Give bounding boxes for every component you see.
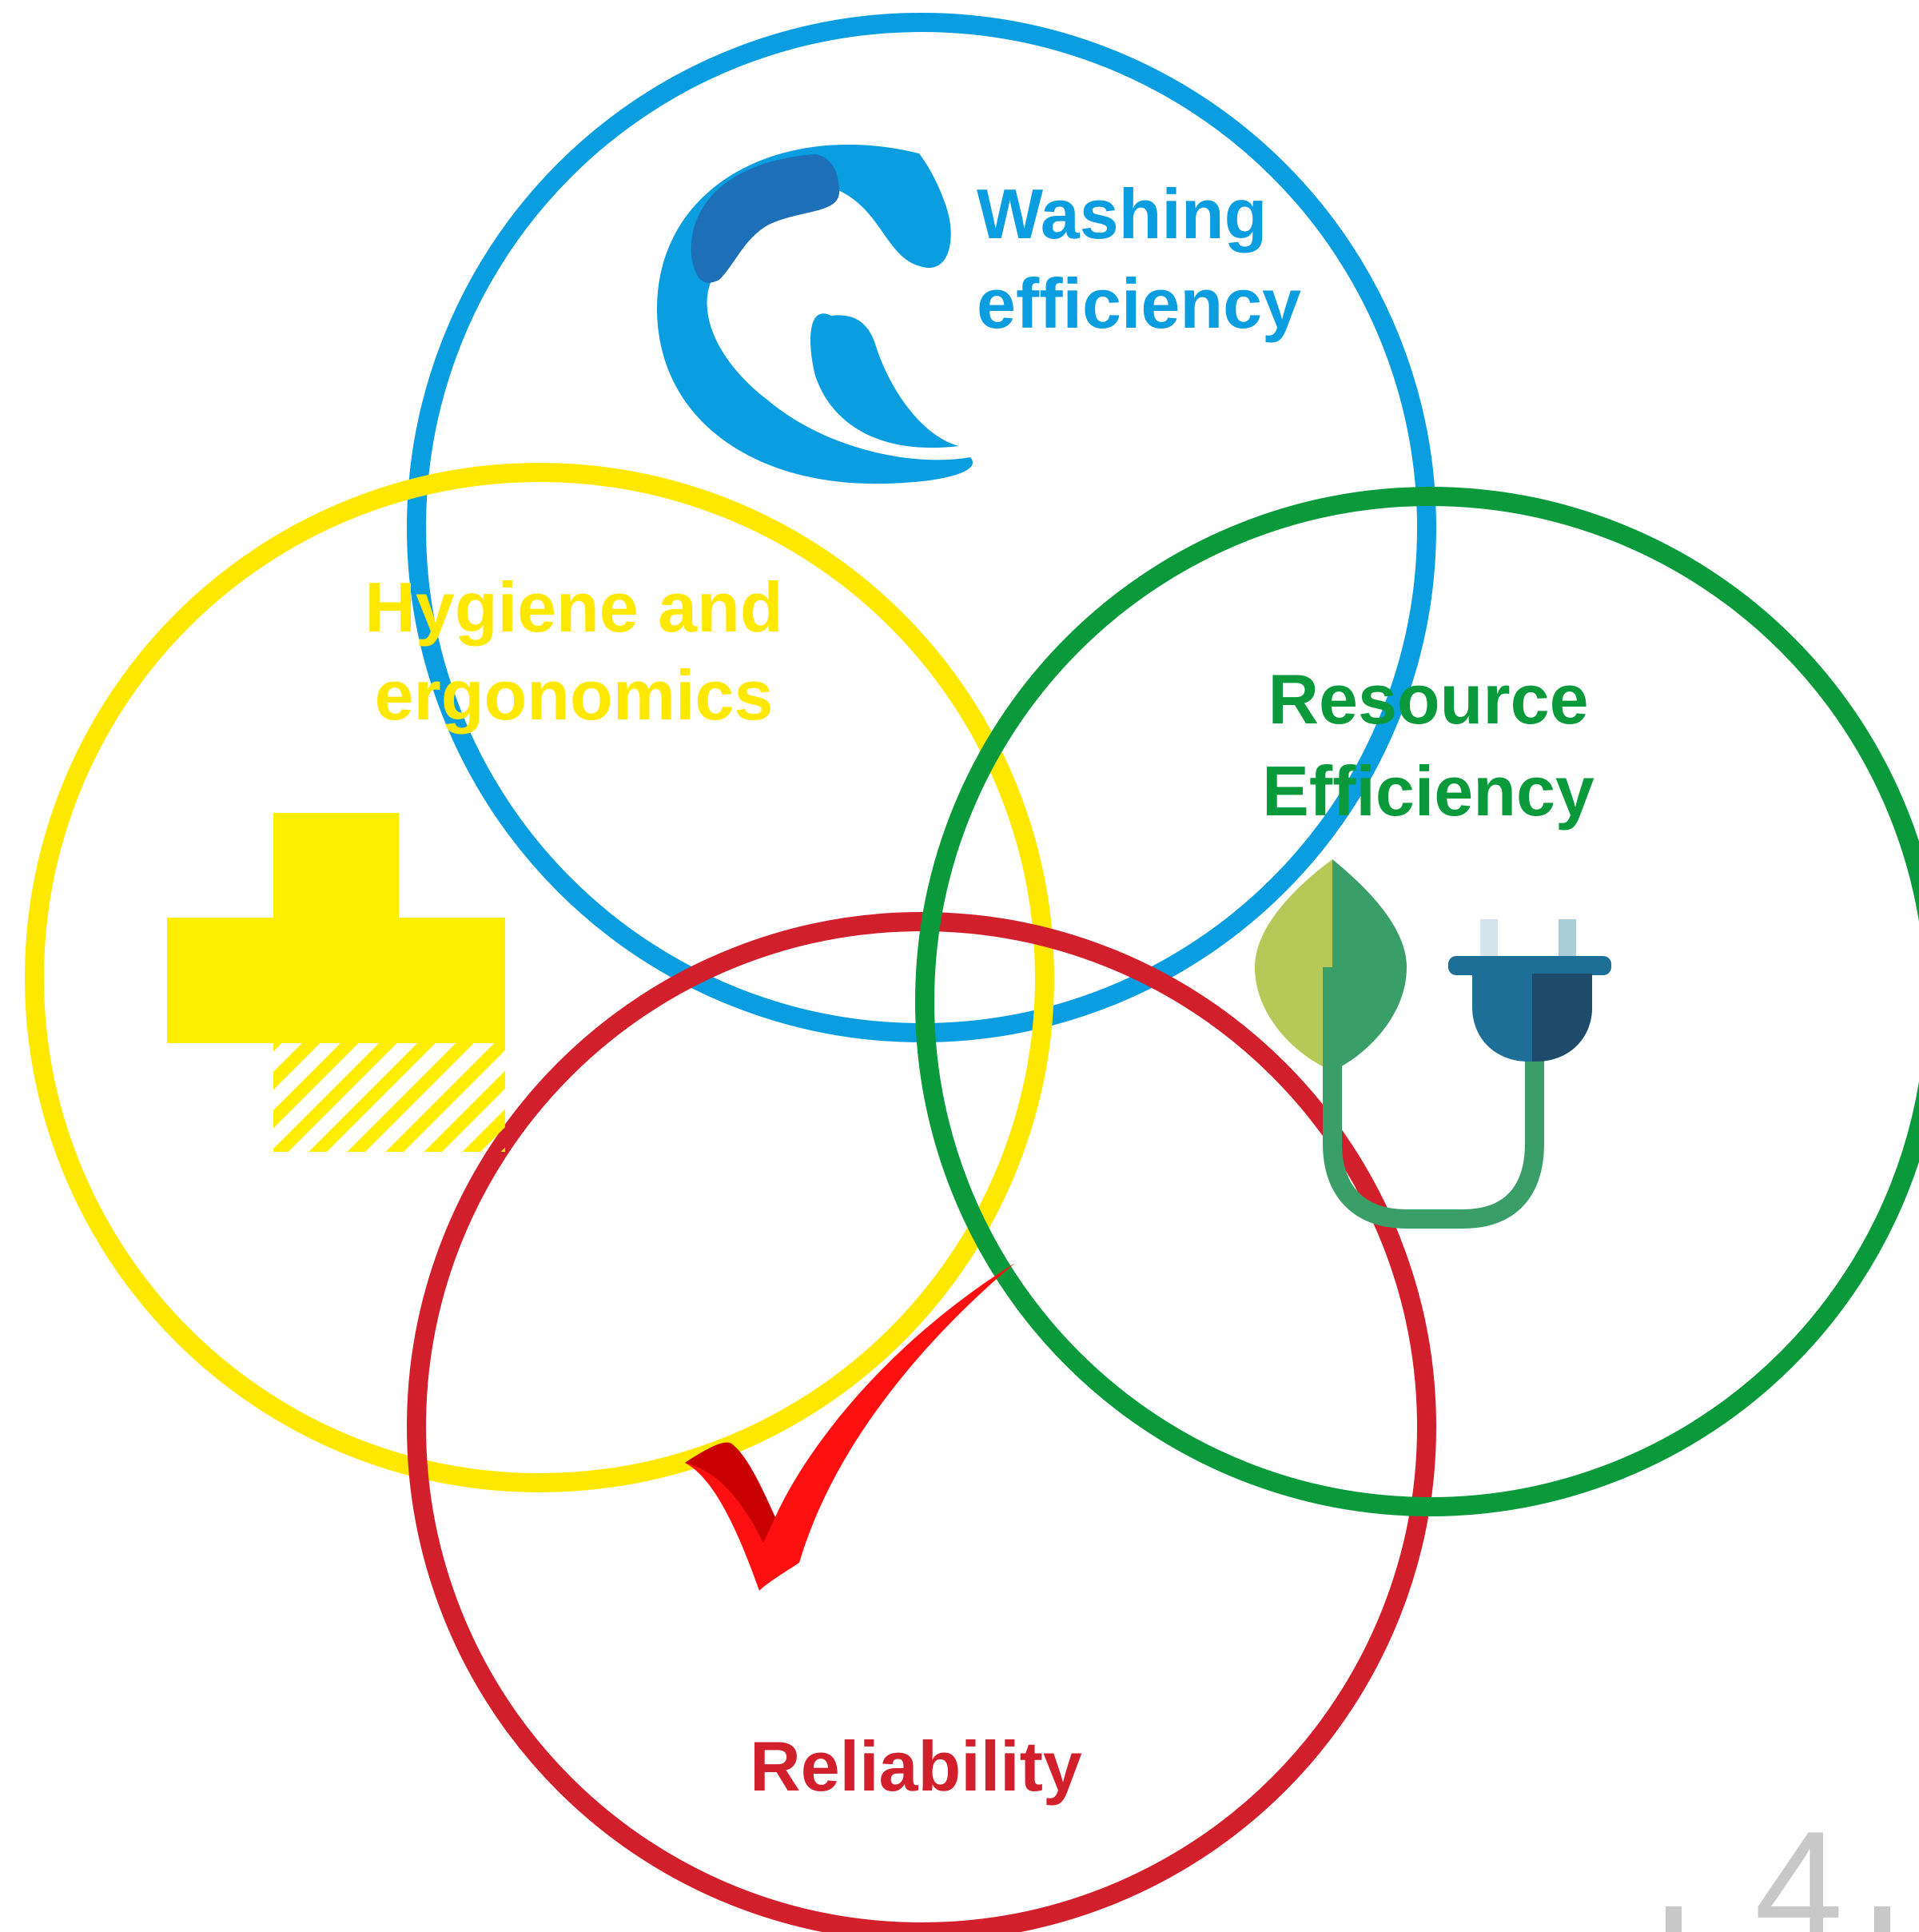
resource-circle [915, 487, 1919, 1516]
corner-mark-digit: 4 [1754, 1799, 1843, 1932]
checkmark-icon [685, 1263, 1015, 1591]
leaf-plug-icon [1255, 859, 1611, 1229]
medical-cross-icon [167, 813, 505, 1152]
hygiene-circle [25, 463, 1054, 1492]
resource-label-line2: Efficiency [1262, 751, 1595, 831]
hygiene-label-line1: Hygiene and [364, 568, 782, 647]
resource-label-line1: Resource [1268, 659, 1588, 739]
water-wave-icon [656, 144, 973, 484]
washing-label-line2: efficiency [977, 264, 1301, 343]
hygiene-label-line2: ergonomics [375, 655, 774, 735]
reliability-label: Reliability [750, 1727, 1082, 1806]
corner-mark: 4 [1666, 1799, 1890, 1932]
washing-label-line1: Washing [977, 174, 1267, 253]
